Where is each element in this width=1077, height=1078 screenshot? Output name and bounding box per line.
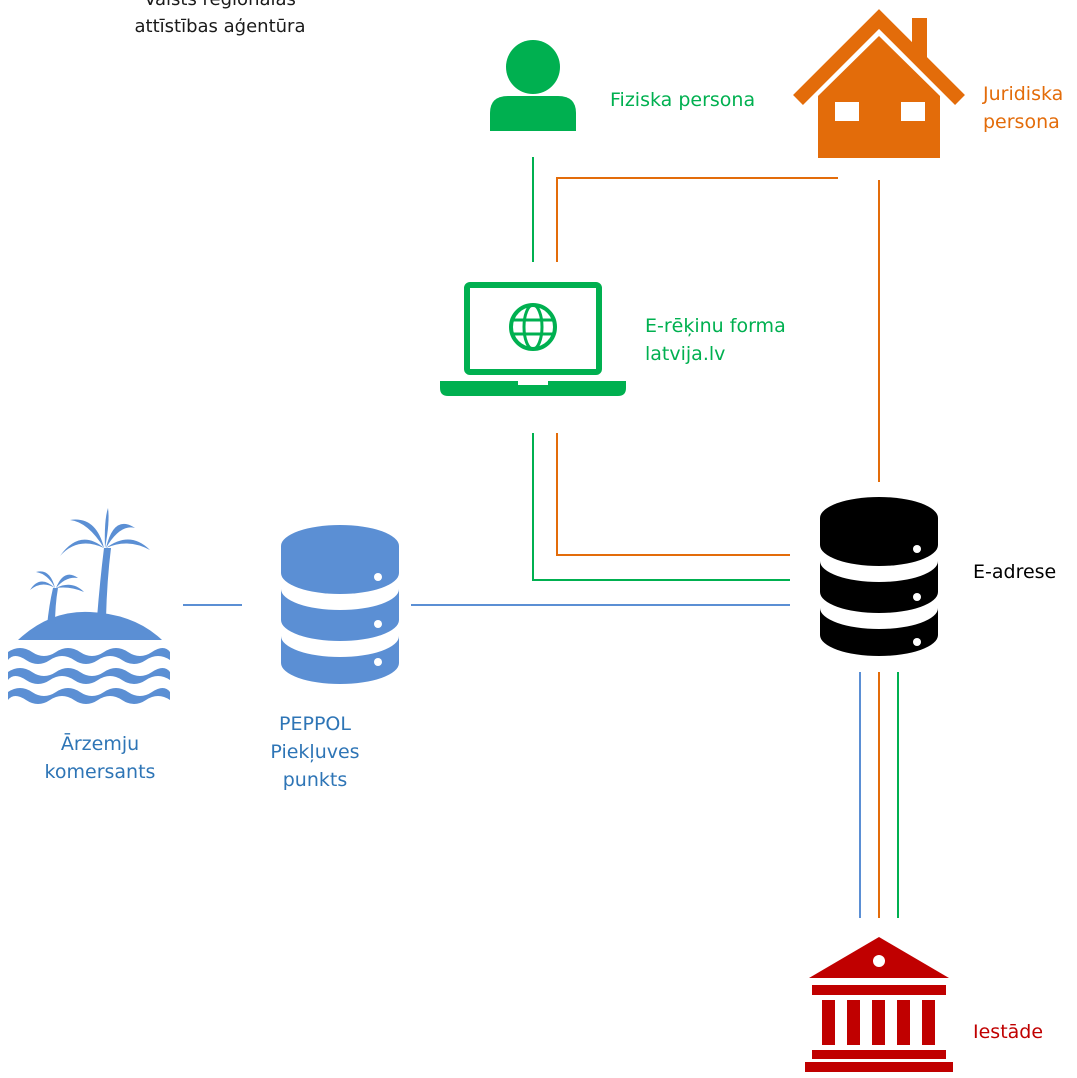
peppol-label-line1: PEPPOL — [279, 713, 351, 735]
organization-name: Valsts reģionālās attīstības aģentūra — [115, 0, 325, 40]
organization-name-line2: attīstības aģentūra — [134, 16, 306, 37]
foreign-label-line2: komersants — [44, 761, 156, 783]
form-label-line1: E-rēķinu forma — [645, 315, 786, 337]
person-icon — [490, 40, 576, 131]
form-label-line2: latvija.lv — [645, 343, 726, 365]
house-icon — [793, 9, 965, 158]
foreign-label: Ārzemju komersants — [30, 730, 170, 786]
connectors — [183, 157, 899, 918]
peppol-label: PEPPOL Piekļuves punkts — [250, 710, 380, 794]
connector-form-eaddress-green — [532, 433, 790, 581]
foreign-label-line1: Ārzemju — [60, 733, 140, 755]
database-icon — [281, 525, 399, 684]
organization-name-line1: Valsts reģionālās — [115, 0, 325, 13]
legal-person-label: Juridiska persona — [983, 80, 1063, 136]
peppol-label-line3: punkts — [282, 769, 348, 791]
connector-form-eaddress-orange — [556, 433, 790, 556]
database-icon — [820, 497, 938, 656]
peppol-label-line2: Piekļuves — [270, 741, 360, 763]
island-icon — [8, 508, 170, 704]
form-label: E-rēķinu forma latvija.lv — [645, 312, 786, 368]
legal-person-label-line2: persona — [983, 111, 1060, 133]
connector-legal-form — [556, 177, 838, 262]
institution-building-icon — [805, 937, 953, 1072]
laptop-globe-icon — [440, 282, 626, 396]
eaddress-label: E-adrese — [973, 561, 1057, 583]
institution-label: Iestāde — [973, 1021, 1044, 1043]
person-label: Fiziska persona — [610, 89, 756, 111]
legal-person-label-line1: Juridiska — [983, 83, 1064, 105]
